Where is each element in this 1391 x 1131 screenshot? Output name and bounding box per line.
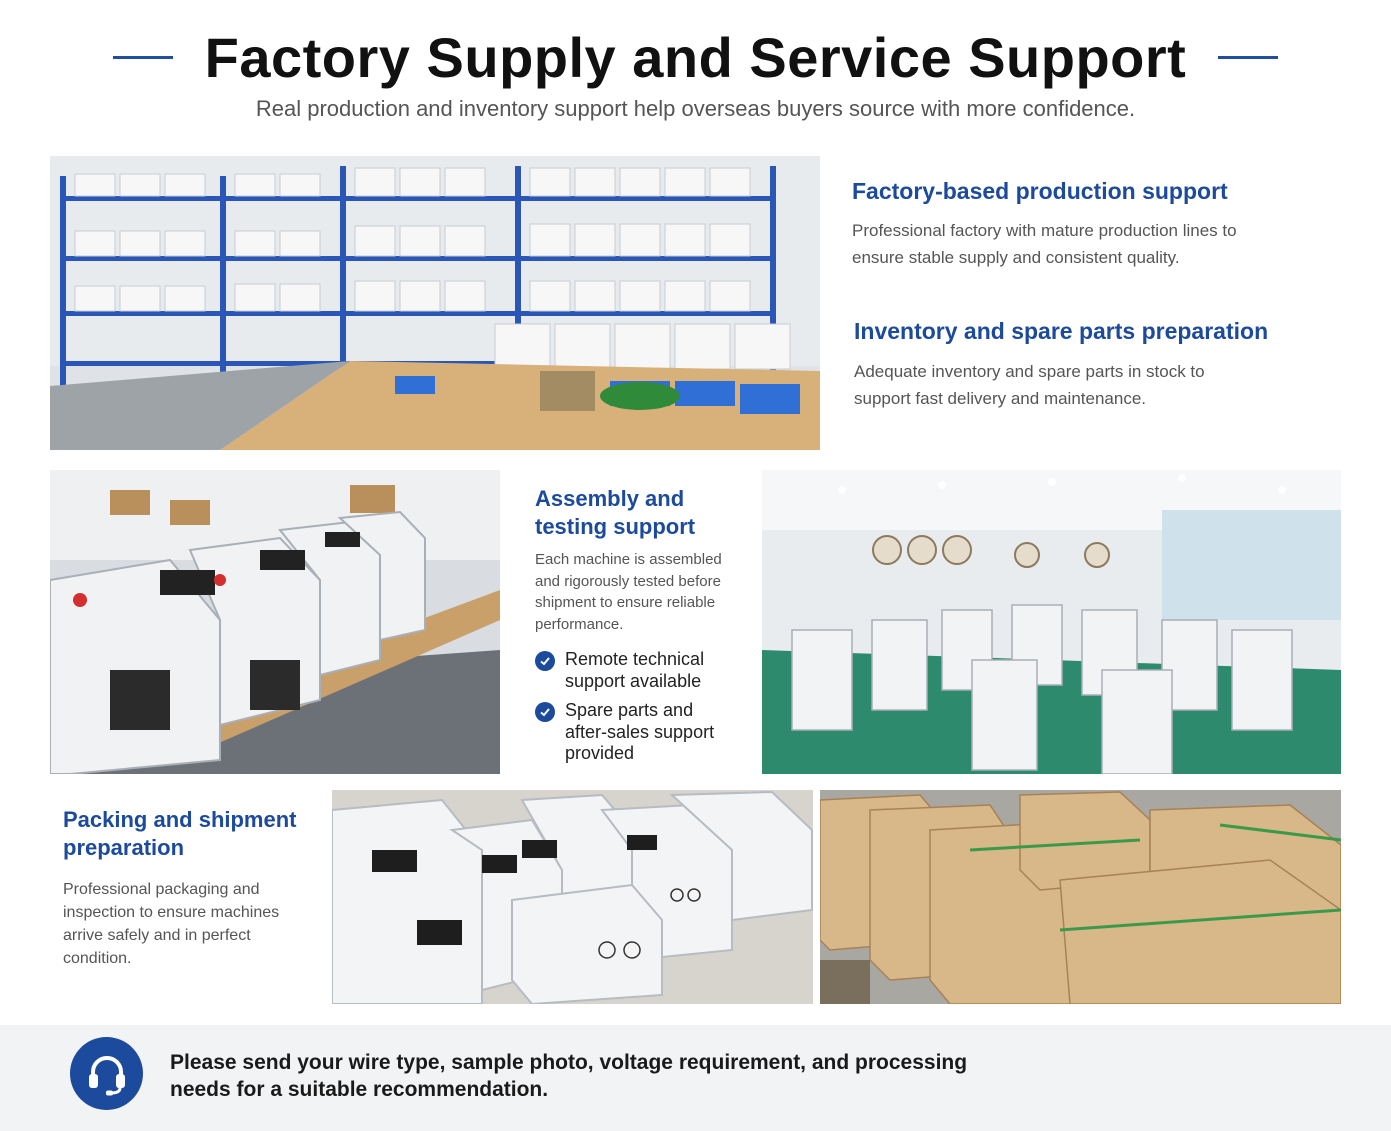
check-circle-icon: [535, 651, 555, 671]
page-title: Factory Supply and Service Support: [204, 25, 1187, 89]
factory-support-heading: Factory-based production support: [852, 178, 1228, 204]
title-rule-right: [1218, 55, 1279, 59]
footer-request-text: Please send your wire type, sample photo…: [170, 1051, 968, 1101]
inventory-support-block: Inventory and spare parts preparation Ad…: [854, 318, 1314, 412]
warehouse-shelves-photo: [50, 156, 820, 450]
assembly-support-description: Each machine is assembled and rigorously…: [535, 551, 722, 633]
packing-support-description: Professional packaging and inspection to…: [63, 881, 280, 967]
page-subtitle: Real production and inventory support he…: [255, 96, 1136, 121]
check-label: Spare parts and after-sales support prov…: [565, 700, 715, 763]
assembly-support-heading: Assembly and testing support: [535, 486, 696, 539]
packing-support-block: Packing and shipment preparation Profess…: [63, 806, 313, 970]
assembly-check-list: Remote technical support available Spare…: [535, 649, 745, 765]
headset-icon: [70, 1037, 143, 1110]
check-item-remote-support: Remote technical support available: [535, 649, 745, 692]
footer-contact-bar: Please send your wire type, sample photo…: [0, 1025, 1391, 1131]
wooden-crates-photo: [820, 790, 1341, 1004]
assembly-support-block: Assembly and testing support Each machin…: [535, 485, 745, 773]
wrapped-machines-photo: [332, 790, 813, 1004]
inventory-support-heading: Inventory and spare parts preparation: [854, 318, 1269, 344]
workshop-machines-photo: [762, 470, 1341, 774]
check-circle-icon: [535, 702, 555, 722]
assembly-line-photo: [50, 470, 500, 774]
check-item-spare-parts: Spare parts and after-sales support prov…: [535, 700, 745, 765]
factory-support-description: Professional factory with mature product…: [852, 221, 1237, 267]
inventory-support-description: Adequate inventory and spare parts in st…: [854, 362, 1205, 408]
title-rule-left: [112, 55, 173, 59]
check-label: Remote technical support available: [565, 649, 705, 691]
packing-support-heading: Packing and shipment preparation: [63, 807, 297, 860]
title-row: Factory Supply and Service Support: [0, 22, 1391, 92]
factory-support-block: Factory-based production support Profess…: [852, 178, 1312, 271]
